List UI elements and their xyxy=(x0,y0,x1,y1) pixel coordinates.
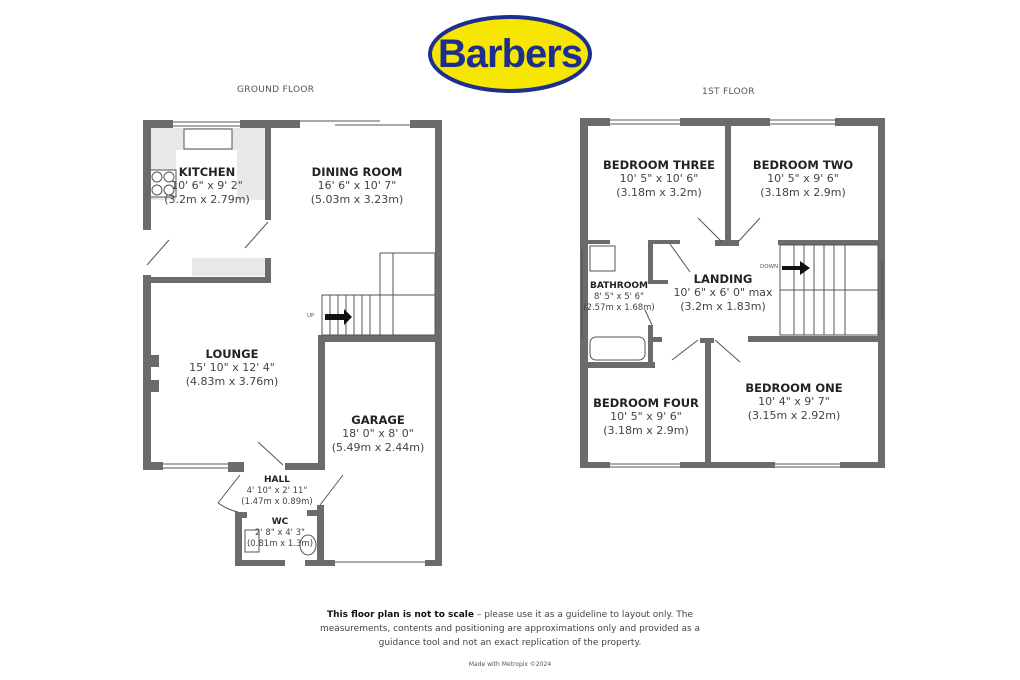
room-bathroom: BATHROOM 8' 5" x 5' 6" (2.57m x 1.68m) xyxy=(583,281,654,314)
credit: Made with Metropix ©2024 xyxy=(468,661,552,668)
room-imperial: 4' 10" x 2' 11" xyxy=(246,486,308,497)
sink-icon xyxy=(183,128,233,150)
first-floor-windows-doors xyxy=(581,119,883,468)
room-hall: HALL 4' 10" x 2' 11" (1.47m x 0.89m) xyxy=(241,475,312,508)
room-name: DINING ROOM xyxy=(311,165,403,179)
room-imperial: 10' 6" x 9' 2" xyxy=(171,179,243,193)
disclaimer: This floor plan is not to scale – please… xyxy=(300,608,720,650)
logo-text: Barbers xyxy=(437,32,583,76)
room-metric: (3.2m x 1.83m) xyxy=(680,300,766,314)
ground-floor-walls xyxy=(143,120,442,566)
room-garage: GARAGE 18' 0" x 8' 0" (5.49m x 2.44m) xyxy=(332,413,425,455)
room-imperial: 16' 6" x 10' 7" xyxy=(317,179,397,193)
room-metric: (2.57m x 1.68m) xyxy=(583,302,655,313)
room-metric: (3.18m x 2.9m) xyxy=(603,424,689,438)
room-imperial: 18' 0" x 8' 0" xyxy=(342,427,414,441)
room-dining-room: DINING ROOM 16' 6" x 10' 7" (5.03m x 3.2… xyxy=(311,165,404,207)
room-metric: (0.81m x 1.3m) xyxy=(246,538,314,549)
room-landing: LANDING 10' 6" x 6' 0" max (3.2m x 1.83m… xyxy=(673,272,772,314)
room-kitchen: KITCHEN 10' 6" x 9' 2" (3.2m x 2.79m) xyxy=(164,165,250,207)
stairs-up-label: UP xyxy=(307,313,315,319)
bathroom-fixtures xyxy=(589,245,646,361)
room-name: GARAGE xyxy=(351,413,405,427)
ground-floor-title: GROUND FLOOR xyxy=(237,85,315,95)
room-name: LOUNGE xyxy=(205,347,259,361)
room-metric: (3.18m x 2.9m) xyxy=(760,186,846,200)
room-imperial: 10' 4" x 9' 7" xyxy=(758,395,830,409)
room-imperial: 8' 5" x 5' 6" xyxy=(594,292,644,303)
room-metric: (4.83m x 3.76m) xyxy=(185,375,279,389)
room-imperial: 10' 6" x 6' 0" max xyxy=(673,286,773,300)
stairs-down-arrow-icon xyxy=(782,261,810,275)
room-name: BEDROOM ONE xyxy=(745,381,843,395)
logo-oval xyxy=(428,15,592,93)
hob-icon xyxy=(149,169,177,198)
room-metric: (3.18m x 3.2m) xyxy=(616,186,702,200)
room-name: KITCHEN xyxy=(178,165,236,179)
room-imperial: 10' 5" x 9' 6" xyxy=(767,172,839,186)
room-imperial: 15' 10" x 12' 4" xyxy=(189,361,275,375)
room-imperial: 10' 5" x 10' 6" xyxy=(619,172,699,186)
disclaimer-text: – please use it as a guideline to layout… xyxy=(319,610,701,648)
room-imperial: 10' 5" x 9' 6" xyxy=(610,410,682,424)
room-metric: (5.49m x 2.44m) xyxy=(331,441,425,455)
room-metric: (3.15m x 2.92m) xyxy=(747,409,841,423)
ground-floor-stairs xyxy=(321,252,436,336)
room-name: BATHROOM xyxy=(589,281,648,291)
room-name: WC xyxy=(271,517,289,527)
room-name: BEDROOM FOUR xyxy=(593,396,699,410)
wc-fixtures xyxy=(244,529,317,556)
stairs-down-label: DOWN xyxy=(760,264,779,270)
room-imperial: 2' 8" x 4' 3" xyxy=(255,528,305,539)
room-metric: (1.47m x 0.89m) xyxy=(241,496,313,507)
first-floor-title: 1ST FLOOR xyxy=(702,87,755,97)
first-floor-stairs xyxy=(779,244,879,336)
room-metric: (3.2m x 2.79m) xyxy=(164,193,250,207)
disclaimer-bold: This floor plan is not to scale xyxy=(326,610,474,620)
room-lounge: LOUNGE 15' 10" x 12' 4" (4.83m x 3.76m) xyxy=(186,347,279,389)
room-bedroom-two: BEDROOM TWO 10' 5" x 9' 6" (3.18m x 2.9m… xyxy=(753,158,853,200)
room-name: HALL xyxy=(264,475,290,485)
room-metric: (5.03m x 3.23m) xyxy=(310,193,404,207)
room-bedroom-four: BEDROOM FOUR 10' 5" x 9' 6" (3.18m x 2.9… xyxy=(593,396,699,438)
room-name: BEDROOM TWO xyxy=(752,158,854,172)
ground-floor-windows-doors xyxy=(146,120,425,563)
room-wc: WC 2' 8" x 4' 3" (0.81m x 1.3m) xyxy=(247,517,313,550)
room-name: LANDING xyxy=(693,272,753,286)
stairs-up-arrow-icon xyxy=(325,309,352,325)
room-name: BEDROOM THREE xyxy=(602,158,716,172)
barbers-logo: Barbers xyxy=(427,14,593,94)
room-bedroom-three: BEDROOM THREE 10' 5" x 10' 6" (3.18m x 3… xyxy=(603,158,715,200)
room-bedroom-one: BEDROOM ONE 10' 4" x 9' 7" (3.15m x 2.92… xyxy=(745,381,842,423)
